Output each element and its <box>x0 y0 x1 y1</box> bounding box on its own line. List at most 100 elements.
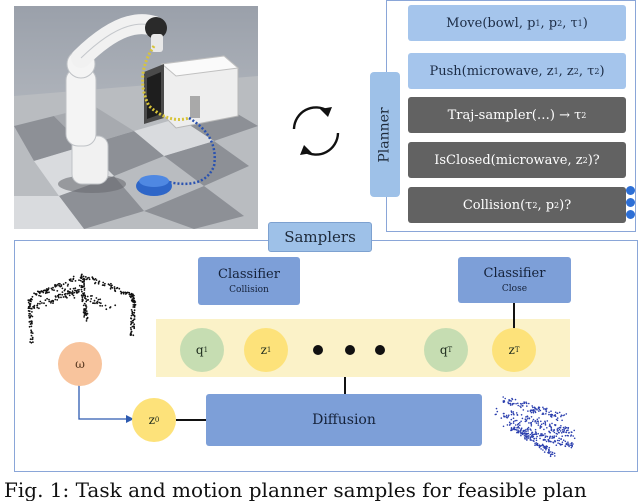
point-cloud-point <box>56 299 59 301</box>
point-cloud-point <box>517 429 519 431</box>
point-cloud-point <box>540 448 542 450</box>
point-cloud-point <box>517 431 519 433</box>
point-cloud-point <box>515 429 518 431</box>
point-cloud-point <box>83 283 85 286</box>
point-cloud-point <box>550 410 552 412</box>
point-cloud-point <box>84 297 86 299</box>
point-cloud-point <box>527 426 530 429</box>
point-cloud-point <box>553 436 555 439</box>
point-cloud-point <box>74 287 77 290</box>
point-cloud-point <box>71 292 73 294</box>
point-cloud-point <box>524 430 526 432</box>
point-cloud-point <box>99 298 102 301</box>
point-cloud-point <box>551 437 553 439</box>
point-cloud-point <box>86 277 89 279</box>
point-cloud-point <box>502 400 505 402</box>
point-cloud-point <box>502 396 504 398</box>
point-cloud-point <box>548 451 550 454</box>
point-cloud-point <box>512 422 515 424</box>
point-cloud-point <box>561 429 564 431</box>
point-cloud-point <box>54 285 56 287</box>
point-cloud-point <box>549 455 552 458</box>
point-cloud-point <box>565 413 568 415</box>
point-cloud-point <box>507 401 509 403</box>
point-cloud-point <box>530 421 533 424</box>
point-cloud-point <box>132 321 134 324</box>
point-cloud-point <box>553 431 556 434</box>
point-cloud-point <box>532 406 534 409</box>
point-cloud-point <box>76 291 79 294</box>
point-cloud-point <box>542 449 544 451</box>
point-cloud-point <box>557 431 560 434</box>
point-cloud-point <box>521 417 524 420</box>
point-cloud-point <box>532 435 535 438</box>
point-cloud-point <box>540 434 542 436</box>
point-cloud-point <box>550 451 552 453</box>
point-cloud-point <box>48 300 51 303</box>
point-cloud-point <box>28 302 31 305</box>
point-cloud-point <box>561 419 563 422</box>
point-cloud-point <box>118 287 121 290</box>
point-cloud-point <box>56 290 59 292</box>
point-cloud-point <box>64 281 67 284</box>
point-cloud-point <box>512 417 515 419</box>
point-cloud-point <box>78 279 80 281</box>
point-cloud-point <box>554 455 556 457</box>
omega-to-z0-arrow <box>78 384 134 423</box>
point-cloud-point <box>509 404 512 406</box>
point-cloud-point <box>83 302 86 305</box>
point-cloud-point <box>527 437 529 440</box>
point-cloud-point <box>525 419 527 421</box>
point-cloud-point <box>37 302 39 305</box>
point-cloud-point <box>76 289 79 291</box>
point-cloud-point <box>83 289 86 291</box>
point-cloud-point <box>548 440 550 443</box>
point-cloud-point <box>526 405 528 407</box>
point-cloud-point <box>54 298 57 301</box>
point-cloud-point <box>538 417 540 419</box>
point-cloud-point <box>532 433 534 436</box>
point-cloud-point <box>31 315 34 318</box>
point-cloud-point <box>130 332 132 335</box>
point-cloud-point <box>98 301 101 304</box>
point-cloud-point <box>79 279 82 282</box>
point-cloud-point <box>133 318 135 321</box>
point-cloud-point <box>525 437 528 439</box>
point-cloud-point <box>84 276 87 278</box>
point-cloud-point <box>40 290 43 293</box>
point-cloud-point <box>550 415 553 417</box>
point-cloud-right <box>494 396 576 458</box>
point-cloud-point <box>540 420 542 423</box>
point-cloud-point <box>563 429 565 432</box>
point-cloud-point <box>95 279 98 281</box>
point-cloud-point <box>502 425 505 428</box>
point-cloud-point <box>558 439 560 442</box>
point-cloud-point <box>132 297 135 300</box>
point-cloud-point <box>32 341 34 343</box>
point-cloud-point <box>526 415 529 417</box>
point-cloud-point <box>537 432 539 435</box>
point-cloud-point <box>29 320 31 323</box>
point-cloud-point <box>105 308 108 311</box>
point-cloud-point <box>57 283 60 285</box>
point-cloud-point <box>70 280 72 282</box>
point-cloud-point <box>534 431 537 433</box>
point-cloud-point <box>536 409 538 411</box>
point-cloud-point <box>557 442 559 444</box>
point-cloud-point <box>133 311 136 314</box>
point-cloud-point <box>88 278 91 281</box>
point-cloud-point <box>507 402 510 405</box>
point-cloud-point <box>130 323 132 326</box>
point-cloud-point <box>520 434 522 437</box>
point-cloud-point <box>84 304 87 307</box>
point-cloud-point <box>548 425 551 427</box>
point-cloud-point <box>520 428 522 430</box>
point-cloud-point <box>495 407 498 410</box>
point-cloud-left <box>27 273 137 344</box>
point-cloud-point <box>572 443 574 445</box>
